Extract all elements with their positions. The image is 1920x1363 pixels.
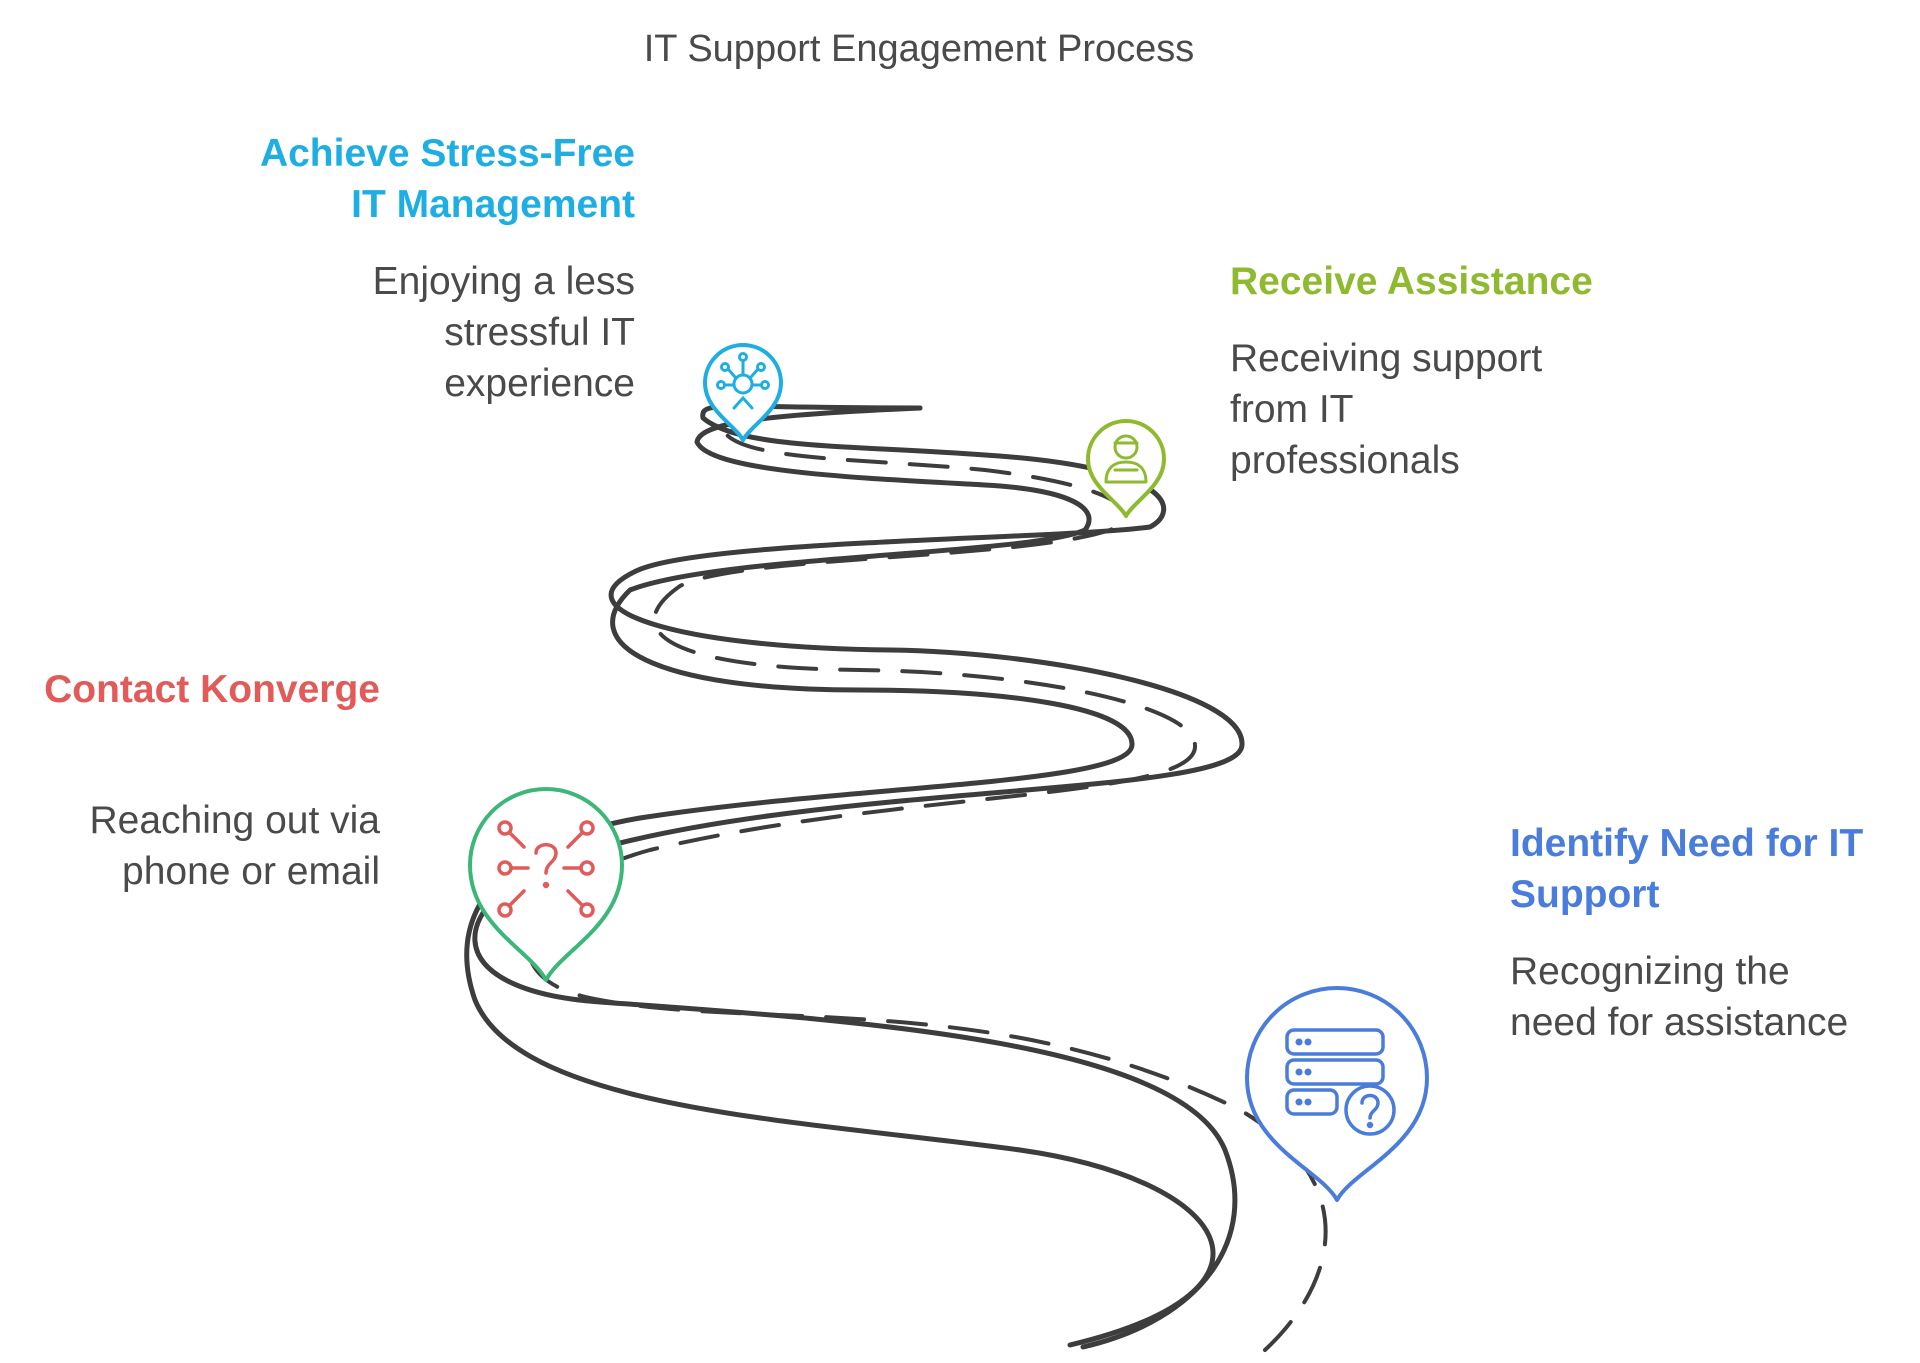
map-pin-achieve xyxy=(703,343,783,442)
step-description-line: Recognizing the xyxy=(1510,950,1790,993)
step-description-identify: Recognizing the need for assistance xyxy=(1510,946,1910,1048)
page-title: IT Support Engagement Process xyxy=(643,28,1195,70)
step-description-line: phone or email xyxy=(122,850,380,893)
network-person-icon xyxy=(716,352,770,410)
map-pin-receive xyxy=(1086,419,1166,518)
step-description-line: Receiving support xyxy=(1230,337,1543,380)
step-description-line: professionals xyxy=(1230,439,1460,482)
step-title-contact: Contact Konverge xyxy=(20,664,380,715)
step-title-line: Identify Need for IT xyxy=(1510,822,1864,865)
road-center-line xyxy=(526,411,1328,1352)
step-title-receive: Receive Assistance xyxy=(1230,256,1680,307)
step-title-line: IT Management xyxy=(351,183,635,226)
step-title-line: Achieve Stress-Free xyxy=(259,132,635,175)
step-description-receive: Receiving support from IT professionals xyxy=(1230,333,1630,486)
step-description-achieve: Enjoying a less stressful IT experience xyxy=(300,256,635,409)
step-description-line: Reaching out via xyxy=(89,799,380,842)
map-pin-contact xyxy=(468,787,624,982)
technician-icon xyxy=(1104,434,1148,484)
step-description-line: experience xyxy=(444,362,635,405)
step-title-line: Receive Assistance xyxy=(1230,260,1593,303)
question-network-icon xyxy=(497,820,595,918)
step-title-identify: Identify Need for IT Support xyxy=(1510,818,1910,920)
step-description-line: stressful IT xyxy=(444,311,635,354)
step-title-line: Support xyxy=(1510,873,1660,916)
map-pin-identify xyxy=(1245,986,1429,1202)
road-edge-outer xyxy=(472,403,1245,1350)
step-title-achieve: Achieve Stress-Free IT Management xyxy=(150,128,635,230)
step-title-line: Contact Konverge xyxy=(44,668,380,711)
step-description-contact: Reaching out via phone or email xyxy=(20,795,380,897)
step-description-line: from IT xyxy=(1230,388,1354,431)
step-description-line: Enjoying a less xyxy=(372,260,635,303)
server-question-icon xyxy=(1285,1028,1396,1136)
step-description-line: need for assistance xyxy=(1510,1001,1849,1044)
road-edge-inner xyxy=(464,405,1216,1348)
